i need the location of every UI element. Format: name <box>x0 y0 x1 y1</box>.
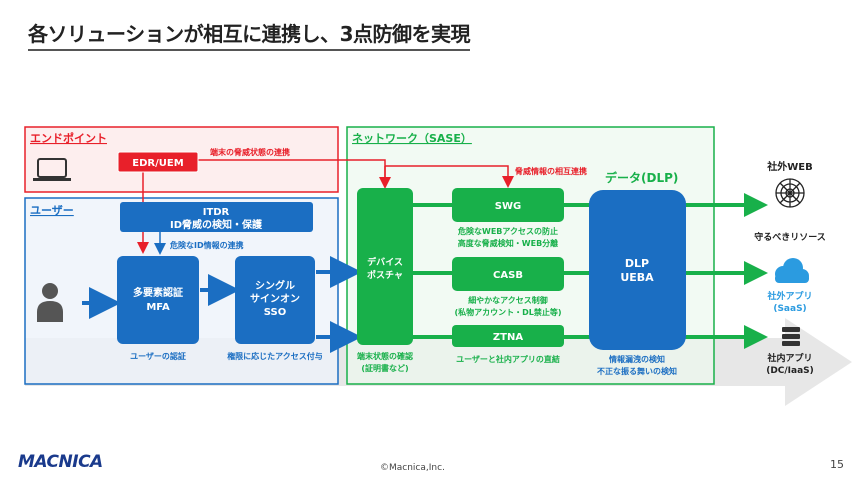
edr-label: EDR/UEM <box>132 158 183 169</box>
ztna-description: ユーザーと社内アプリの直結 <box>456 354 560 364</box>
web-label: 社外WEB <box>766 160 812 173</box>
dc-line1: 社内アプリ <box>766 352 812 364</box>
sso-line2: サインオン <box>250 293 300 305</box>
posture-line2: ポスチャ <box>367 269 403 281</box>
user-label: ユーザー <box>30 204 74 217</box>
id-link-annotation: 危険なID情報の連携 <box>169 240 244 250</box>
web-icon <box>775 178 805 208</box>
casb-description-1: 細やかなアクセス制御 <box>468 295 548 305</box>
posture-line1: デバイス <box>367 256 403 268</box>
casb-description-2: (私物アカウント・DL禁止等) <box>454 307 561 317</box>
posture-description-1: 端末状態の確認 <box>357 351 413 361</box>
posture-description-2: (証明書など) <box>361 363 408 373</box>
user-icon <box>37 283 63 322</box>
mfa-title: 多要素認証 <box>133 286 183 299</box>
page-number: 15 <box>830 458 844 471</box>
macnica-logo: MACNICA <box>18 452 103 472</box>
mfa-description: ユーザーの認証 <box>130 351 186 361</box>
page-title: 各ソリューションが相互に連携し、3点防御を実現 <box>28 18 471 51</box>
dlp-line1: DLP <box>625 257 649 270</box>
casb-label: CASB <box>493 270 523 281</box>
swg-box <box>452 188 564 222</box>
itdr-box <box>120 202 313 232</box>
sso-box <box>235 256 315 344</box>
saas-line1: 社外アプリ <box>766 290 812 302</box>
edr-box <box>117 151 199 173</box>
mfa-box <box>117 256 199 344</box>
dlp-description-2: 不正な振る舞いの検知 <box>597 366 677 376</box>
swg-description-2: 高度な脅威検知・WEB分離 <box>458 238 558 248</box>
edr-link-annotation: 端末の脅威状態の連携 <box>210 147 290 157</box>
itdr-title: ITDR <box>203 207 230 218</box>
network-label: ネットワーク（SASE） <box>352 132 472 145</box>
posture-box <box>357 188 413 345</box>
copyright: ©Macnica,Inc. <box>380 463 445 473</box>
saas-line2: (SaaS) <box>773 304 806 314</box>
swg-label: SWG <box>495 201 521 212</box>
resources-heading: 守るべきリソース <box>754 231 826 243</box>
cloud-icon <box>775 258 809 283</box>
swg-description-1: 危険なWEBアクセスの防止 <box>457 226 558 236</box>
dc-line2: (DC/IaaS) <box>766 366 814 376</box>
itdr-subtitle: ID脅威の検知・保護 <box>170 218 263 231</box>
ztna-label: ZTNA <box>493 332 523 343</box>
server-icon <box>782 327 800 346</box>
endpoint-label: エンドポイント <box>30 131 107 145</box>
dlp-description-1: 情報漏洩の検知 <box>608 354 665 364</box>
dlp-line2: UEBA <box>620 271 654 284</box>
laptop-icon <box>33 158 71 181</box>
data-label: データ(DLP) <box>605 170 678 185</box>
ztna-box <box>452 325 564 347</box>
threat-link-annotation: 脅威情報の相互連携 <box>514 166 587 176</box>
sso-line3: SSO <box>264 307 286 318</box>
mfa-subtitle: MFA <box>146 302 170 313</box>
red-arrow-threat-to-swg <box>385 165 514 188</box>
sso-description: 権限に応じたアクセス付与 <box>227 351 323 361</box>
dlp-box <box>589 190 686 350</box>
casb-box <box>452 257 564 291</box>
sso-line1: シングル <box>255 279 295 292</box>
